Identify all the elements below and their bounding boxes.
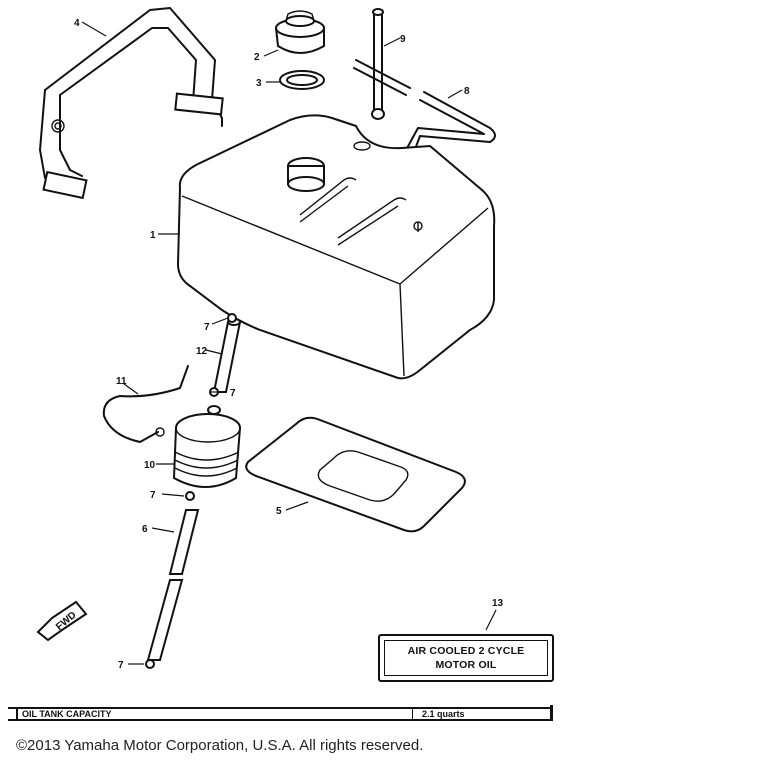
callout-1: 1 xyxy=(150,230,156,241)
tank-strap xyxy=(39,7,224,200)
filler-cap xyxy=(275,10,325,54)
spec-divider xyxy=(412,709,413,719)
oil-decal: AIR COOLED 2 CYCLE MOTOR OIL xyxy=(378,634,554,682)
copyright-notice: ©2013 Yamaha Motor Corporation, U.S.A. A… xyxy=(16,737,424,754)
breather-rod xyxy=(371,8,385,120)
lower-hose xyxy=(146,509,200,661)
decal-line-2: MOTOR OIL xyxy=(435,659,497,671)
callout-9: 9 xyxy=(400,34,406,45)
callout-7d: 7 xyxy=(118,660,124,671)
fwd-arrow: FWD xyxy=(36,600,88,642)
callout-6: 6 xyxy=(142,524,148,535)
callout-5: 5 xyxy=(276,506,282,517)
callout-3: 3 xyxy=(256,78,262,89)
callout-11: 11 xyxy=(116,376,127,387)
upper-hose xyxy=(212,318,242,393)
oil-filter xyxy=(172,405,241,488)
callout-13: 13 xyxy=(492,598,504,609)
spec-end-mark xyxy=(550,705,553,721)
callout-10: 10 xyxy=(144,460,156,471)
wire-clip xyxy=(102,365,189,443)
decal-line-1: AIR COOLED 2 CYCLE xyxy=(407,645,525,657)
spec-value: 2.1 quarts xyxy=(422,709,465,719)
callout-4: 4 xyxy=(74,18,80,29)
callout-7b: 7 xyxy=(230,388,236,399)
callout-12: 12 xyxy=(196,346,208,357)
capacity-spec-row: OIL TANK CAPACITY 2.1 quarts xyxy=(8,705,553,721)
callout-8: 8 xyxy=(464,86,470,97)
callout-7a: 7 xyxy=(204,322,210,333)
oil-decal-inner: AIR COOLED 2 CYCLE MOTOR OIL xyxy=(384,640,548,676)
leader-lines xyxy=(81,21,497,665)
callout-numbers: 4 2 3 9 8 1 7 12 11 7 10 7 6 5 7 13 xyxy=(74,18,504,671)
callout-7c: 7 xyxy=(150,490,156,501)
callout-2: 2 xyxy=(254,52,260,63)
tank-mat xyxy=(245,416,466,533)
spec-divider xyxy=(16,709,18,719)
gasket-ring xyxy=(279,70,325,90)
breather-hose xyxy=(353,59,496,153)
spec-label: OIL TANK CAPACITY xyxy=(22,709,112,719)
